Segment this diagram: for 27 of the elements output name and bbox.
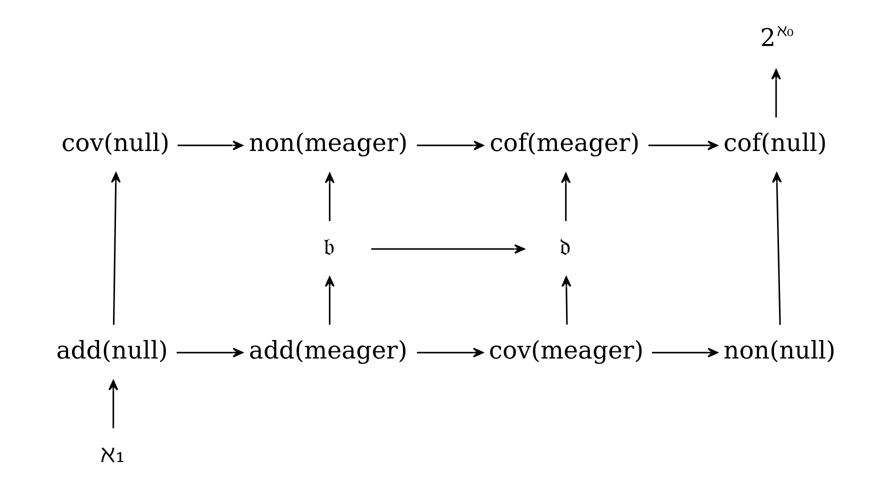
node-text: 𝔡	[559, 232, 570, 261]
arrow	[772, 172, 782, 325]
arrow	[108, 380, 118, 428]
node-text: cof(meager)	[489, 128, 640, 158]
arrow	[416, 140, 484, 150]
arrow	[370, 244, 524, 254]
arrow	[110, 172, 120, 325]
node-text: cov(null)	[61, 128, 170, 158]
node-text: ℵ₁	[100, 439, 125, 468]
node-text: add(null)	[56, 335, 168, 364]
arrow	[561, 276, 571, 325]
node-text: add(meager)	[248, 335, 407, 364]
node-text: non(meager)	[248, 128, 408, 158]
node-text: non(null)	[723, 335, 836, 364]
arrow	[324, 276, 334, 325]
arrow	[324, 172, 334, 222]
arrow	[177, 140, 243, 150]
arrow	[560, 172, 570, 222]
node-text: cof(null)	[723, 128, 826, 158]
arrow	[651, 348, 718, 358]
arrow	[416, 348, 484, 358]
node-text: cov(meager)	[488, 335, 644, 364]
arrow	[648, 140, 718, 150]
arrow	[176, 348, 243, 358]
node-text: 𝔟	[323, 232, 334, 261]
node-text: 2$^{ℵ₀}$	[760, 20, 794, 52]
arrow	[770, 69, 780, 118]
